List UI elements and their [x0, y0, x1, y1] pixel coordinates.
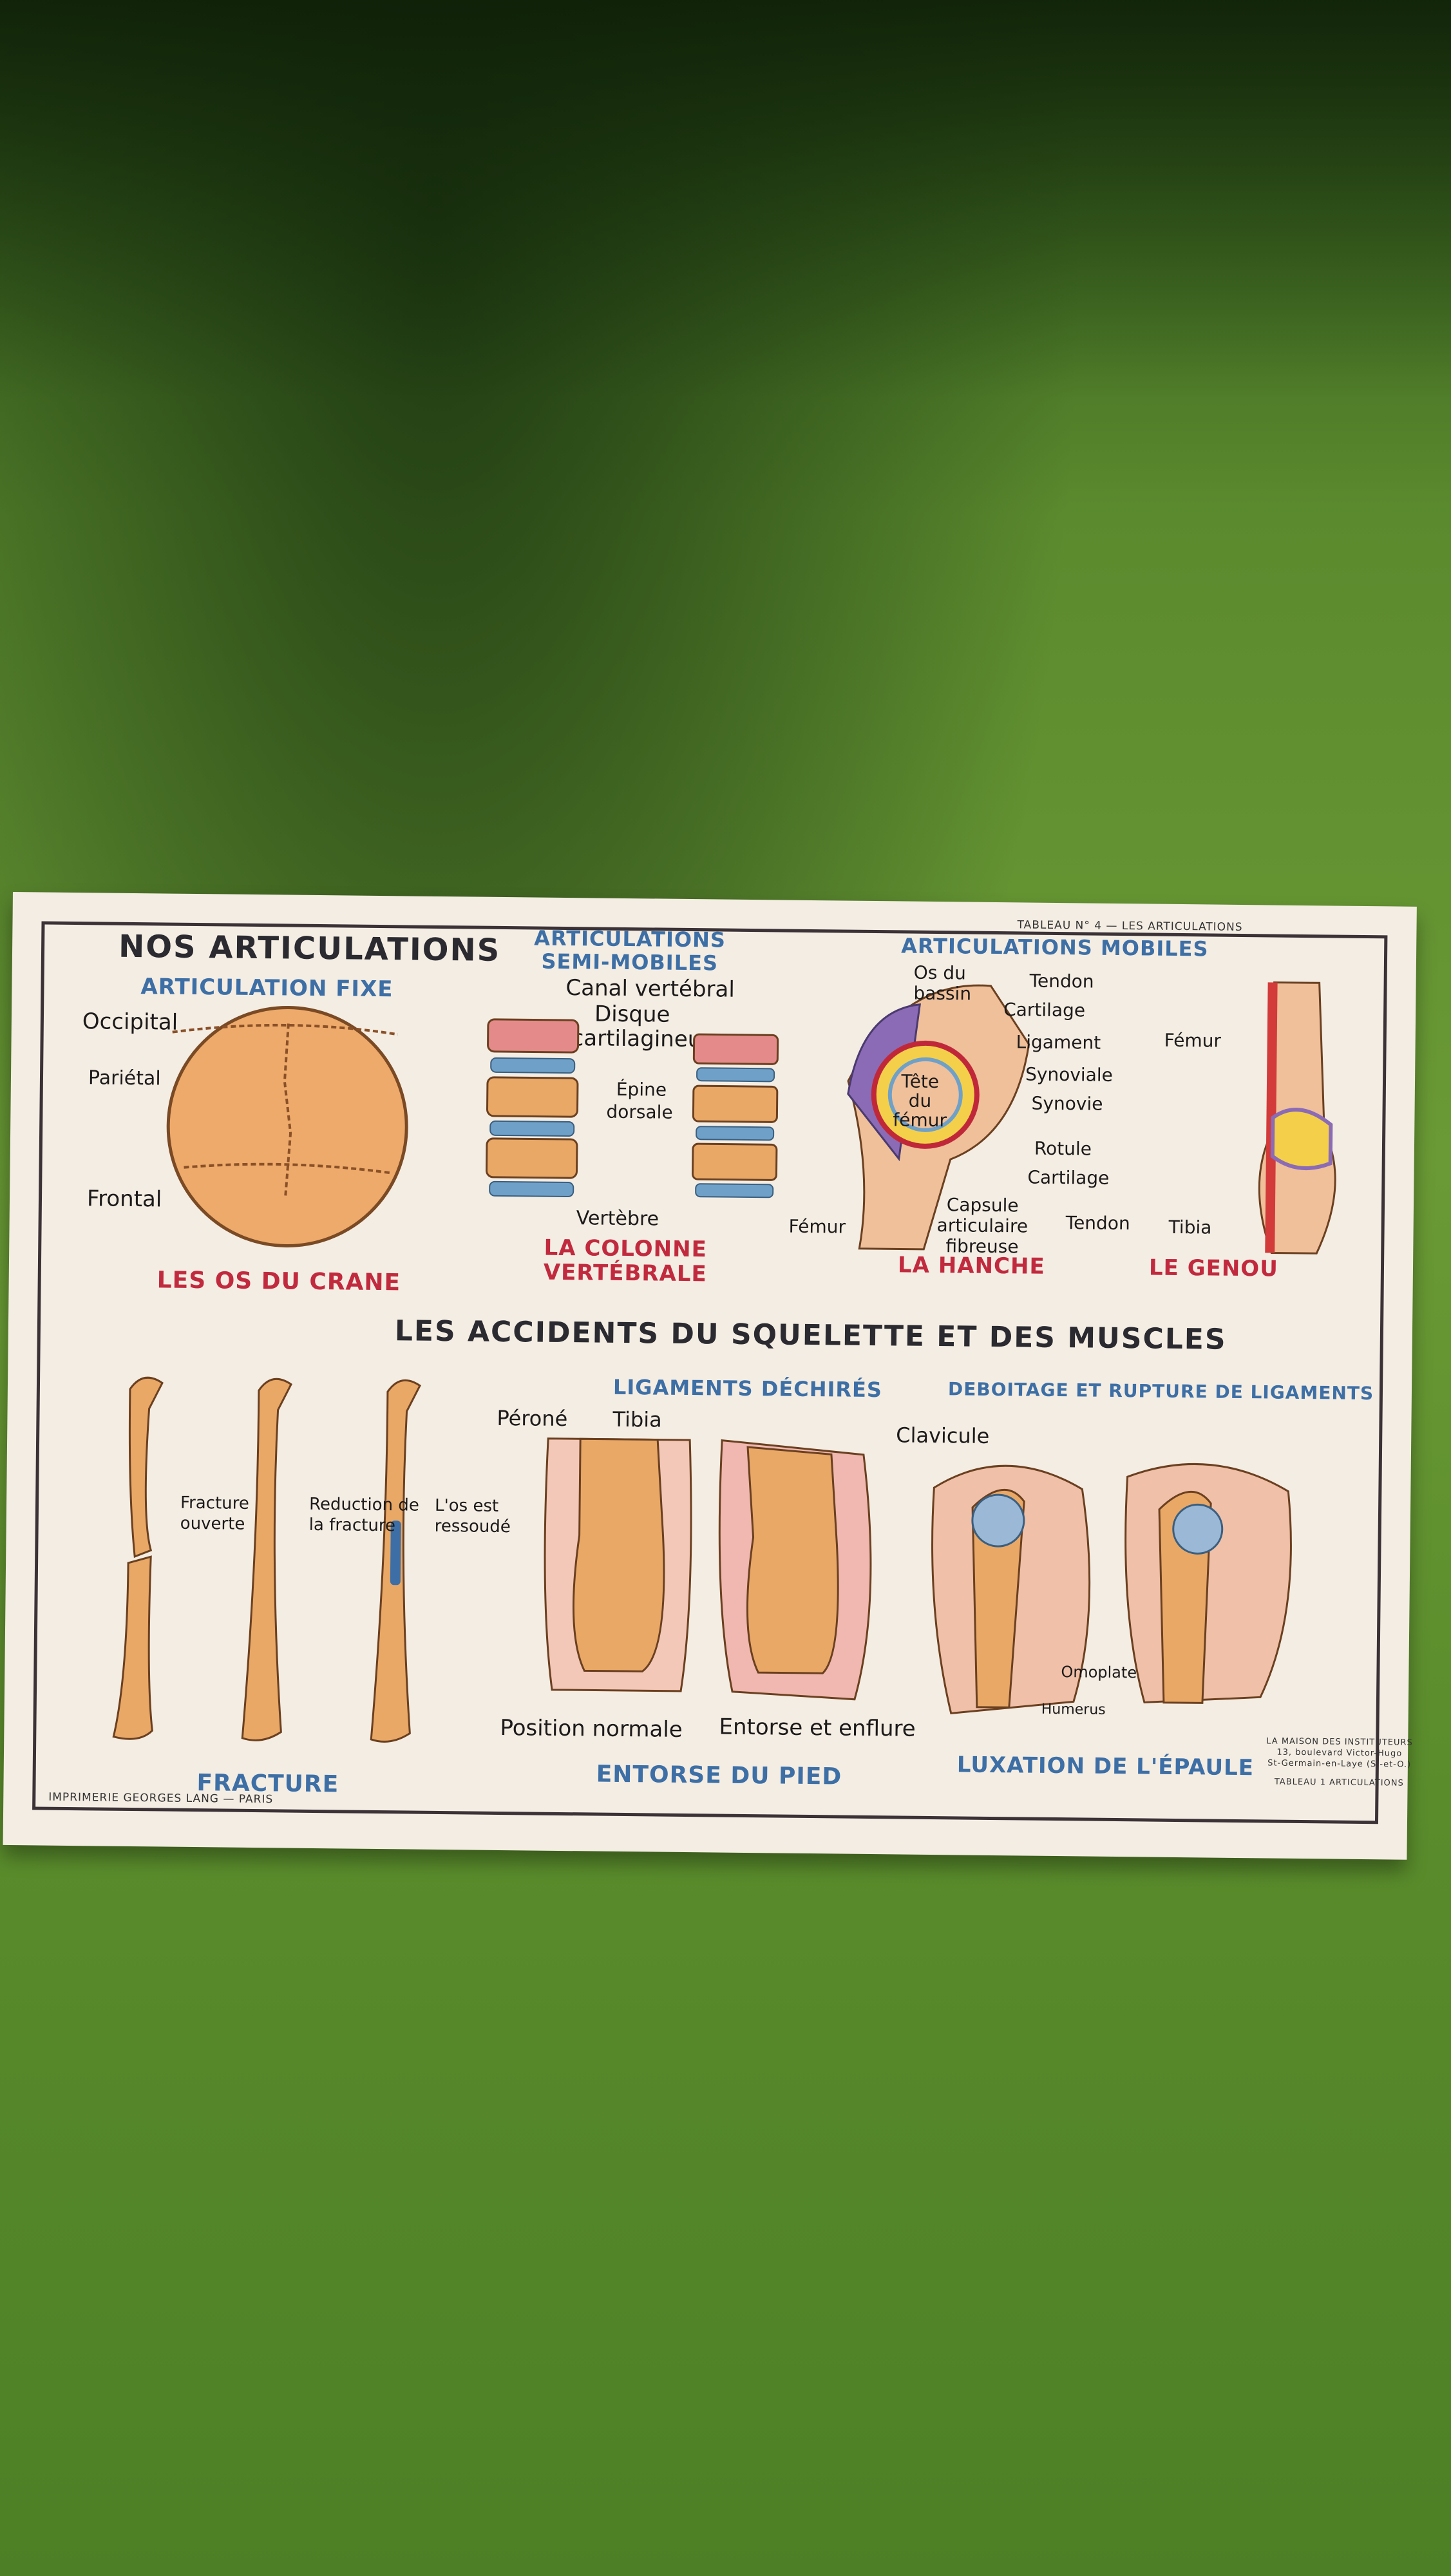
label-clavicule: Clavicule — [896, 1423, 990, 1448]
fracture-bones-illustration — [112, 1376, 421, 1743]
label-ressoude: L'os est ressoudé — [435, 1495, 511, 1537]
label-frontal: Frontal — [86, 1186, 162, 1213]
label-canal-vertebral: Canal vertébral — [565, 974, 735, 1003]
poster-title: NOS ARTICULATIONS — [118, 928, 501, 969]
label-cartilage-top: Cartilage — [1003, 999, 1086, 1021]
label-position-normale: Position normale — [500, 1714, 683, 1743]
label-bassin: bassin — [913, 982, 972, 1005]
fixed-caption: LES OS DU CRANE — [156, 1267, 401, 1296]
skull-illustration — [166, 1005, 408, 1247]
label-tendon-bottom: Tendon — [1065, 1212, 1130, 1235]
label-perone: Péroné — [497, 1405, 568, 1432]
label-du: du — [908, 1090, 932, 1112]
label-tete: Tête — [901, 1070, 940, 1093]
semi-mobile-heading: ARTICULATIONS SEMI-MOBILES — [534, 925, 726, 976]
tree-shadow — [0, 0, 1451, 399]
label-reduction-2: la fracture — [308, 1515, 396, 1536]
hip-caption: LA HANCHE — [897, 1252, 1045, 1280]
semi-mobile-caption-line2: VERTÉBRALE — [543, 1259, 707, 1287]
label-femur-knee: Fémur — [1164, 1029, 1222, 1052]
knee-caption: LE GENOU — [1148, 1255, 1279, 1282]
label-fracture-ouverte: Fracture ouverte — [180, 1493, 249, 1535]
label-tete-du-femur: Tête du fémur — [893, 1070, 947, 1132]
shoulder-illustration — [931, 1463, 1292, 1714]
sprain-caption: ENTORSE DU PIED — [596, 1761, 842, 1790]
label-parietal: Pariétal — [88, 1066, 161, 1090]
label-tibia-knee: Tibia — [1168, 1216, 1212, 1238]
printer-credit: IMPRIMERIE GEORGES LANG — PARIS — [48, 1790, 274, 1806]
label-tibia-foot: Tibia — [612, 1406, 662, 1432]
label-reduction-1: Reduction de — [308, 1494, 419, 1515]
semi-mobile-heading-line2: SEMI-MOBILES — [541, 949, 719, 976]
hip-knee-illustration — [847, 981, 1336, 1255]
label-reduction: Reduction de la fracture — [309, 1494, 419, 1537]
label-rotule: Rotule — [1034, 1137, 1092, 1160]
label-cartilage-bottom: Cartilage — [1027, 1166, 1110, 1189]
label-synoviale: Synoviale — [1025, 1063, 1114, 1086]
label-os-du-bassin: Os du bassin — [913, 961, 972, 1005]
label-occipital: Occipital — [82, 1009, 178, 1036]
label-capsule: Capsule articulaire fibreuse — [936, 1194, 1029, 1257]
label-ressoude-2: ressoudé — [434, 1516, 511, 1537]
label-entorse-enflure: Entorse et enflure — [719, 1714, 916, 1742]
label-vertebre: Vertèbre — [576, 1207, 659, 1231]
label-humerus: Humerus — [1041, 1701, 1106, 1718]
label-ressoude-1: L'os est — [434, 1495, 499, 1516]
publisher-credit: LA MAISON DES INSTITUTEURS 13, boulevard… — [1266, 1736, 1413, 1788]
label-fracture-1: Fracture — [180, 1493, 250, 1513]
label-fracture-2: ouverte — [180, 1513, 245, 1534]
anatomy-poster: TABLEAU N° 4 — LES ARTICULATIONS NOS ART… — [3, 892, 1417, 1860]
mobile-heading: ARTICULATIONS MOBILES — [901, 933, 1209, 961]
semi-mobile-heading-line1: ARTICULATIONS — [534, 925, 726, 952]
label-capsule-1: Capsule — [946, 1194, 1019, 1217]
sprain-heading: LIGAMENTS DÉCHIRÉS — [612, 1374, 883, 1403]
dislocation-caption: LUXATION DE L'ÉPAULE — [956, 1752, 1255, 1781]
publisher-line-4: TABLEAU 1 ARTICULATIONS — [1274, 1777, 1404, 1788]
label-femur-hip: Fémur — [788, 1215, 846, 1238]
label-ligament: Ligament — [1016, 1031, 1101, 1054]
label-capsule-2: articulaire — [936, 1215, 1029, 1237]
label-femur-head: fémur — [893, 1109, 947, 1132]
fixed-heading: ARTICULATION FIXE — [140, 974, 394, 1003]
semi-mobile-caption: LA COLONNE VERTÉBRALE — [543, 1235, 708, 1287]
publisher-line-3: St-Germain-en-Laye (S.-et-O.) — [1267, 1758, 1412, 1770]
poster-header-small: TABLEAU N° 4 — LES ARTICULATIONS — [1017, 918, 1243, 934]
ankle-illustration — [544, 1437, 872, 1701]
label-tendon-top: Tendon — [1029, 970, 1094, 992]
semi-mobile-caption-line1: LA COLONNE — [544, 1235, 708, 1263]
label-epine: Épine — [616, 1078, 667, 1101]
dislocation-heading: DEBOITAGE ET RUPTURE DE LIGAMENTS — [947, 1378, 1374, 1405]
spine-illustration — [486, 1018, 779, 1198]
label-synovie: Synovie — [1031, 1092, 1103, 1115]
label-omoplate: Omoplate — [1061, 1663, 1137, 1682]
label-os-du: Os du — [913, 961, 966, 984]
label-dorsale: dorsale — [606, 1101, 673, 1123]
